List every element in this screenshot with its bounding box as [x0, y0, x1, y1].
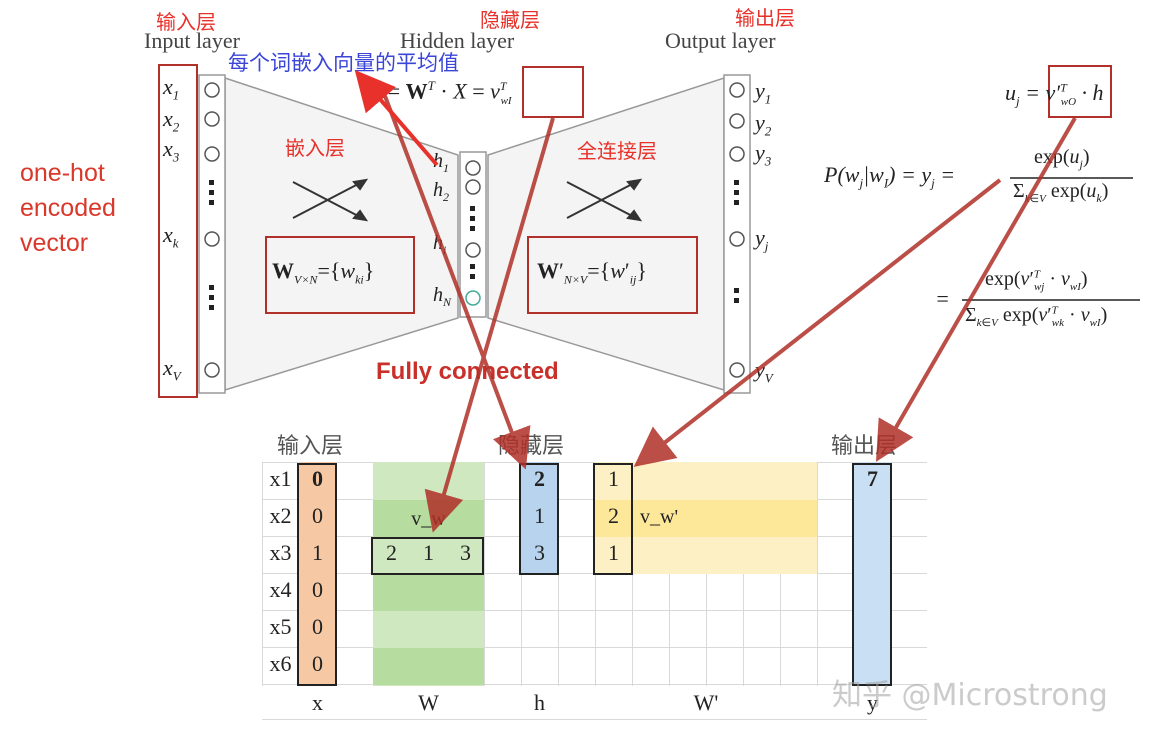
h-vector-outline — [519, 463, 559, 575]
wp-value-3: 1 — [608, 540, 619, 565]
x-column-fill — [299, 462, 336, 686]
x-value-5: 0 — [312, 614, 323, 639]
fully-connected-label: Fully connected — [376, 358, 559, 385]
output-dots — [734, 180, 739, 303]
x-value-2: 0 — [312, 503, 323, 528]
bottom-rule — [262, 719, 927, 720]
row-label-x4: x4 — [269, 577, 292, 602]
hidden-label-hn: hN — [433, 284, 452, 309]
arrow-vwo-to-y — [875, 116, 1077, 462]
col-label-wp: W' — [693, 690, 719, 715]
row-label-x5: x5 — [269, 614, 292, 639]
x-value-1: 0 — [312, 466, 323, 491]
cn-input-label: 输入层 — [156, 10, 216, 34]
cn-hidden-label: 隐藏层 — [480, 8, 540, 32]
cross-arrows-right — [566, 178, 643, 222]
w-prime-matrix-text: W′N×V={w′ij} — [537, 258, 647, 287]
input-dots — [209, 180, 214, 310]
arrow-vwi-to-w — [424, 117, 555, 533]
hidden-layer-title: Hidden layer — [400, 28, 515, 53]
y-column-fill — [854, 462, 891, 686]
x-value-4: 0 — [312, 577, 323, 602]
p-formula-lhs: P(wj|wI) = yj = — [824, 162, 956, 191]
output-nodes — [729, 82, 745, 378]
h-value-2: 1 — [534, 503, 545, 528]
p-formula2-eq: = — [935, 286, 950, 311]
col-label-h: h — [534, 690, 545, 715]
output-label-y3: y3 — [755, 140, 772, 169]
y-vector-outline — [852, 463, 892, 686]
col-label-y: y — [867, 690, 878, 715]
wp-value-1: 1 — [608, 466, 619, 491]
hidden-label-h2: h2 — [433, 179, 449, 204]
bottom-cn-input: 输入层 — [277, 434, 344, 459]
x-value-6: 0 — [312, 651, 323, 676]
x-vector-outline — [297, 463, 337, 686]
hidden-nodes — [465, 160, 481, 306]
h-value-3: 3 — [534, 540, 545, 565]
row-label-x6: x6 — [269, 651, 292, 676]
w-row-value-3: 3 — [460, 540, 471, 565]
w-row-outline — [371, 537, 484, 575]
w-row-band-3 — [373, 648, 484, 685]
row-label-x2: x2 — [269, 503, 292, 528]
output-layer-title: Output layer — [665, 28, 776, 53]
input-label-x2: x2 — [163, 106, 180, 135]
input-label-x3: x3 — [163, 136, 180, 165]
col-label-w: W — [418, 690, 439, 715]
input-label-x1: x1 — [163, 74, 180, 103]
input-layer-title: Input layer — [144, 28, 240, 53]
x-value-3: 1 — [312, 540, 323, 565]
w-row-value-1: 2 — [386, 540, 397, 565]
input-vector-box — [158, 64, 198, 398]
w-row-band-2 — [373, 574, 484, 611]
watermark: 知乎 @Microstrong — [832, 678, 1108, 713]
y-value: 7 — [867, 466, 878, 491]
u-formula: uj = v′TwO · h — [1005, 80, 1104, 109]
w-matrix-text: WV×N={wki} — [272, 258, 375, 287]
cn-output-label: 输出层 — [735, 6, 795, 30]
v-wi-box — [522, 66, 584, 118]
hidden-dots — [470, 206, 475, 279]
row-label-x1: x1 — [269, 466, 292, 491]
arrow-blue-note — [354, 69, 439, 167]
v-wo-box — [1048, 65, 1112, 118]
row-label-x3: x3 — [269, 540, 292, 565]
wp-vw-label: v_w' — [640, 506, 679, 528]
w-row-value-2: 1 — [423, 540, 434, 565]
w-matrix-box — [265, 236, 415, 314]
p-formula2-num: exp(v′Twj · vwI) — [985, 268, 1088, 293]
input-nodes — [204, 82, 220, 378]
fc-layer-label: 全连接层 — [577, 139, 657, 163]
h-value-1: 2 — [534, 466, 545, 491]
output-label-yj: yj — [755, 225, 769, 254]
hidden-label-h1: h1 — [433, 150, 449, 175]
one-hot-label: one-hot encoded vector — [20, 159, 116, 257]
wp-value-2: 2 — [608, 503, 619, 528]
arrow-input-to-h — [383, 95, 531, 470]
cross-arrows-left — [292, 178, 369, 222]
avg-embedding-note: 每个词嵌入向量的平均值 — [228, 51, 459, 75]
arrow-softmax-to-wp — [633, 178, 1002, 467]
p-formula2-den: Σk∈V exp(v′Twk · vwI) — [965, 304, 1108, 329]
input-label-xk: xk — [163, 222, 179, 251]
output-label-y1: y1 — [755, 78, 772, 107]
output-label-y2: y2 — [755, 110, 772, 139]
input-label-xv: xV — [163, 355, 181, 384]
w-prime-matrix-box — [527, 236, 698, 314]
h-column-fill — [521, 462, 558, 574]
embed-layer-label: 嵌入层 — [285, 136, 345, 160]
wp-column-outline — [593, 463, 633, 575]
col-label-x: x — [312, 690, 323, 715]
